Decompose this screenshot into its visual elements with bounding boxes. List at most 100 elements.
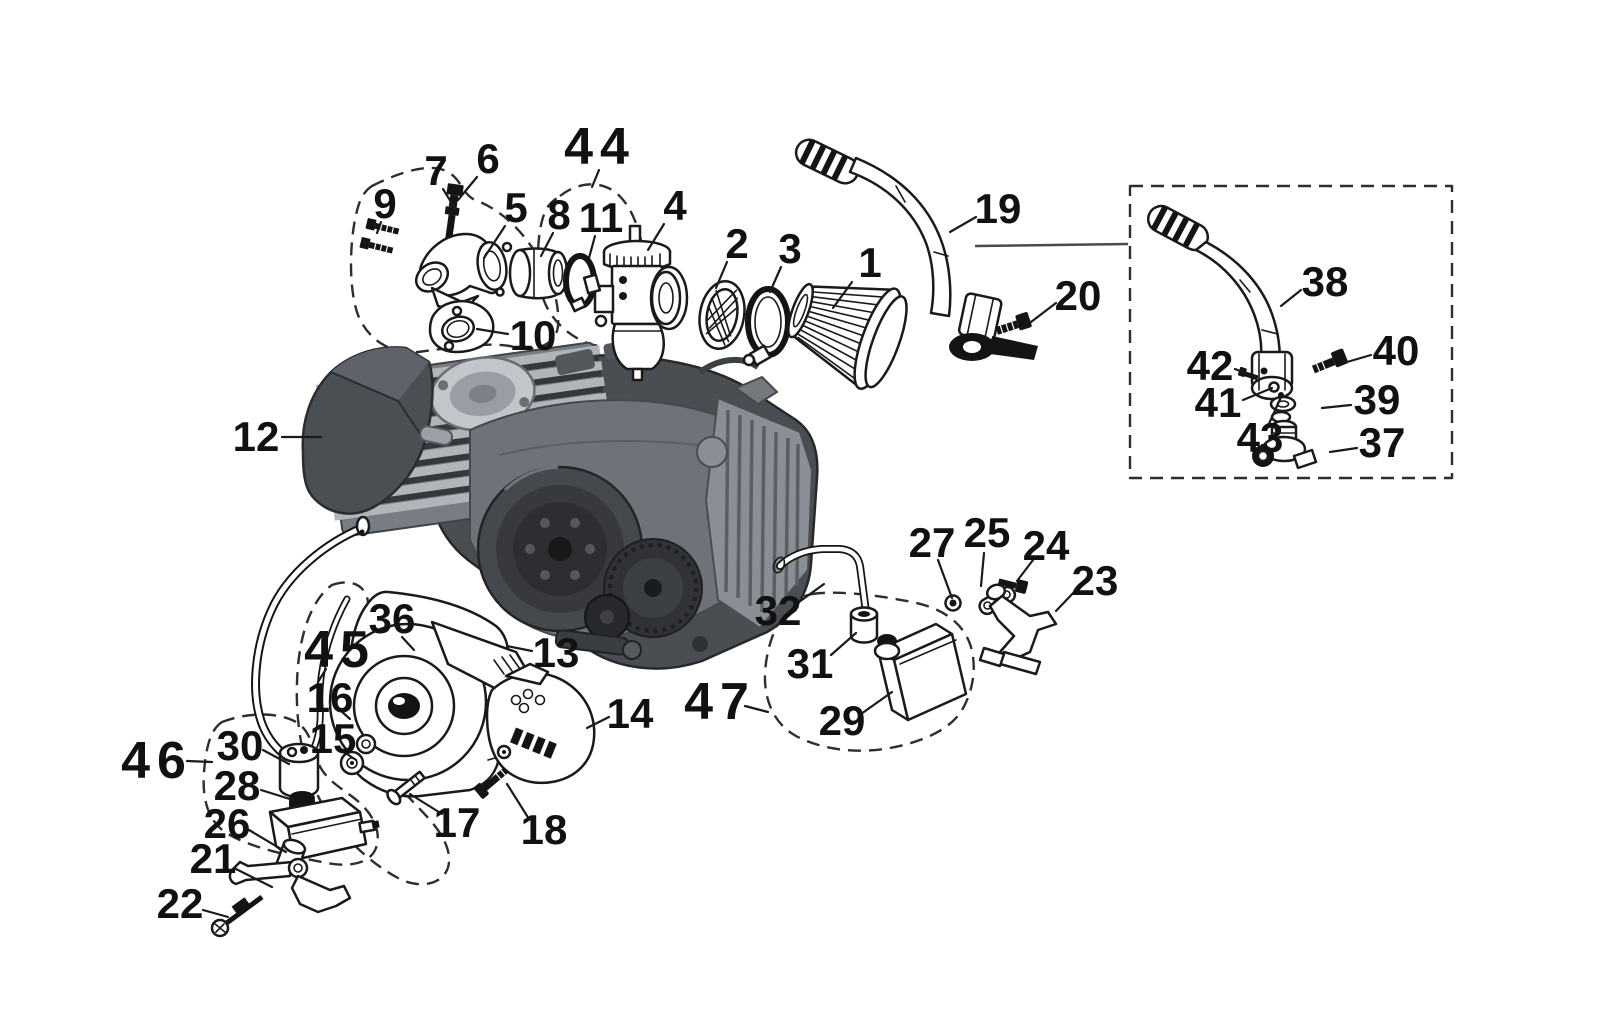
part-pin-43 [1278,392,1284,398]
group-label-47: 47 [684,673,756,731]
leader-line-27 [936,558,954,600]
part-label-30: 30 [217,722,264,769]
part-mesh-ring-2 [698,280,746,350]
detail-box-kickstarter [1128,184,1454,480]
part-bolt-18 [473,767,509,799]
leader-line-43 [1266,395,1283,428]
part-label-43: 43 [1237,414,1284,461]
part-label-31: 31 [787,640,834,687]
part-label-17: 17 [434,799,481,846]
part-intake-joint-8 [508,247,569,300]
part-carburetor-4 [582,224,689,382]
leader-line-4 [646,222,666,252]
part-side-cover-14 [485,662,596,785]
part-label-19: 19 [975,185,1022,232]
part-grommet-31 [849,606,879,644]
part-nut-27 [944,594,962,612]
leader-line-16 [338,708,352,721]
engine-mount-lug [733,375,779,406]
leader-line-31 [829,631,858,657]
detail-box-connector-line [974,242,1129,248]
dashed-region-intake-kit [349,166,560,354]
part-clamp-3 [742,286,791,367]
leader-line-47 [743,704,770,714]
part-label-13: 13 [533,629,580,676]
part-label-39: 39 [1354,376,1401,423]
leader-line-28 [259,788,295,802]
part-label-14: 14 [607,690,654,737]
part-label-11: 11 [579,194,623,241]
part-label-28: 28 [214,762,261,809]
part-air-filter-1 [787,282,908,390]
breather-nipple [419,425,454,446]
part-gasket-10 [428,300,495,354]
leader-line-2 [714,260,729,290]
part-label-27: 27 [909,519,956,566]
leader-line-22 [201,908,230,919]
part-tube-32 [772,545,870,616]
leader-line-30 [261,748,291,766]
leader-line-19 [948,215,978,234]
leader-line-10 [475,327,510,336]
part-joint-37 [1252,419,1318,470]
leader-line-21 [232,866,274,889]
part-label-40: 40 [1373,327,1420,374]
part-label-6: 6 [476,135,499,182]
leader-line-42 [1233,367,1257,379]
leader-line-41 [1241,386,1274,402]
part-bolt-17 [386,770,426,806]
part-label-21: 21 [190,835,237,882]
part-label-23: 23 [1072,557,1119,604]
group-label-46: 46 [121,732,193,790]
part-label-42: 42 [1187,342,1234,389]
part-bracket-23 [978,583,1058,676]
leader-line-1 [831,280,854,310]
leader-line-17 [408,792,444,816]
part-label-4: 4 [663,182,687,229]
part-vent-tube-long [251,515,371,771]
part-bolt-20 [995,312,1032,335]
leader-line-44 [590,168,601,189]
part-label-20: 20 [1055,272,1102,319]
part-label-8: 8 [547,191,570,238]
dashed-region-47 [763,591,975,752]
part-label-16: 16 [307,674,354,721]
part-canister-29 [873,622,968,722]
leader-line-9 [375,220,383,235]
part-label-29: 29 [819,697,866,744]
leader-line-45 [316,667,328,684]
leader-line-6 [456,175,479,202]
leader-line-29 [859,690,894,716]
part-label-10: 10 [510,312,557,359]
part-label-26: 26 [204,800,251,847]
part-label-15: 15 [310,715,357,762]
leader-line-5 [482,224,507,260]
part-label-5: 5 [504,184,527,231]
part-label-22: 22 [157,880,204,927]
part-label-3: 3 [778,225,801,272]
part-lever-21 [228,857,352,914]
part-label-32: 32 [755,587,802,634]
part-label-36: 36 [369,595,416,642]
engine-assembly [301,340,819,670]
part-bolt-24 [997,578,1029,594]
leader-line-32 [797,582,826,604]
dashed-region-46 [202,713,379,866]
part-kickstarter-19 [794,138,1038,361]
leader-line-46 [185,759,214,764]
part-washer-41 [1268,381,1280,393]
part-label-9: 9 [373,180,396,227]
leader-line-20 [1029,301,1058,324]
part-label-41: 41 [1195,379,1242,426]
part-label-12: 12 [233,413,280,460]
leader-line-37 [1328,446,1359,454]
part-label-7: 7 [424,147,447,194]
part-bolt-40 [1311,348,1348,374]
leader-line-3 [768,265,783,294]
leader-line-36 [400,635,416,652]
leader-line-15 [342,750,358,762]
leader-line-23 [1054,588,1078,613]
